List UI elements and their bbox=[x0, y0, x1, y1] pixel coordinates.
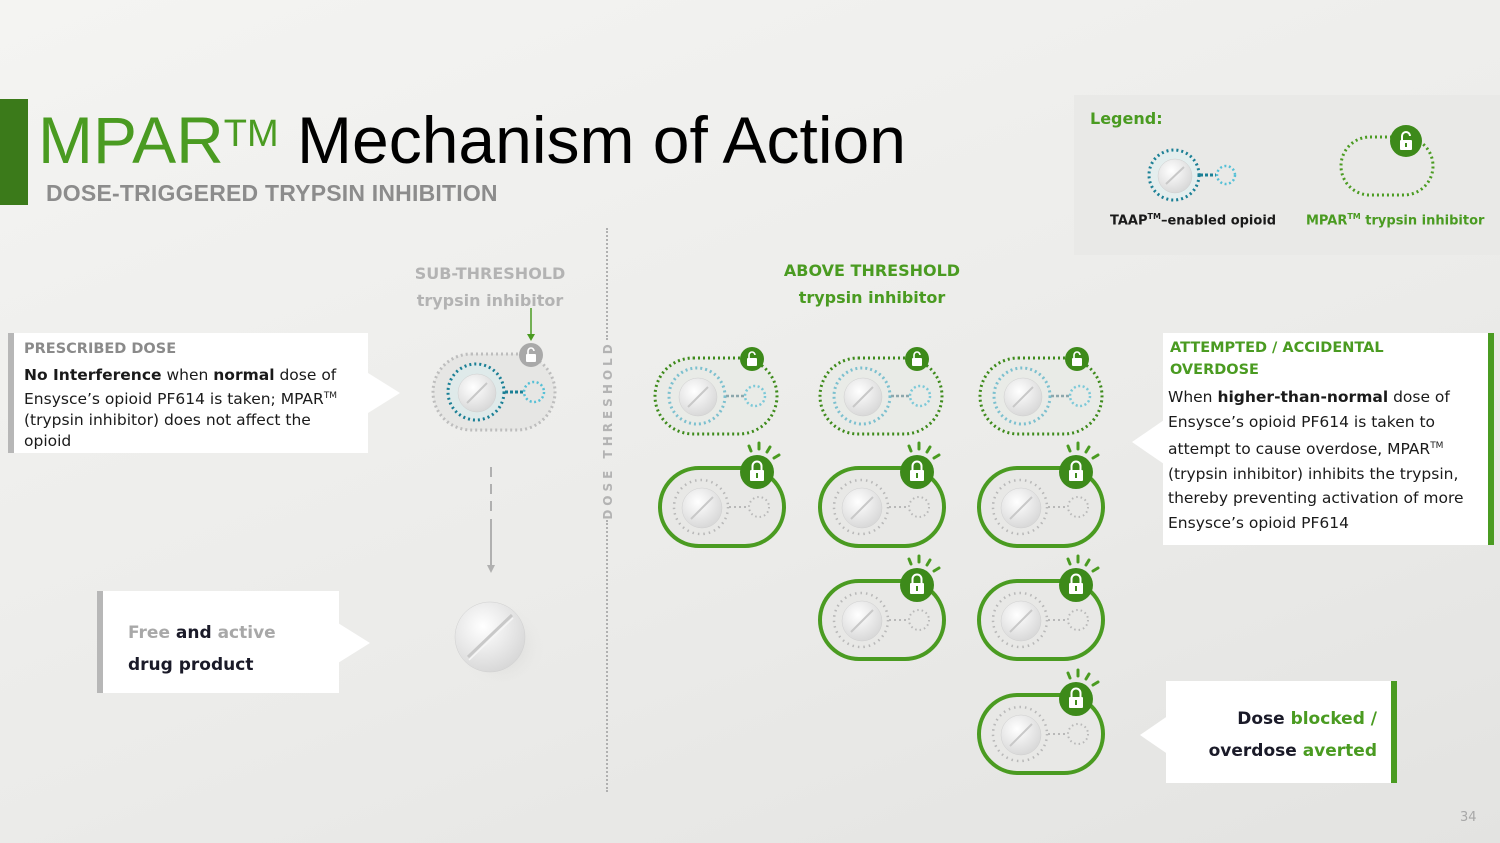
threshold-label: DOSE THRESHOLD bbox=[601, 340, 615, 520]
sub-threshold-line2: trypsin inhibitor bbox=[416, 291, 564, 310]
lock-icon bbox=[910, 573, 924, 594]
lock-icon bbox=[910, 460, 924, 481]
unlock-icon bbox=[747, 351, 757, 366]
page-number: 34 bbox=[1460, 810, 1477, 825]
locked-inhibitor-pill bbox=[658, 441, 786, 548]
arrow-down-dashed-icon bbox=[487, 467, 495, 573]
free-active-callout: Free and active drug product bbox=[97, 591, 339, 693]
blocked-text: Dose blocked / overdose averted bbox=[1208, 709, 1377, 761]
legend-label-taap: TAAPTM–enabled opioid bbox=[1110, 212, 1277, 229]
lock-icon bbox=[1069, 460, 1083, 481]
overdose-text: When higher-than-normal dose of Ensysce’… bbox=[1168, 388, 1464, 532]
taap-opioid-icon bbox=[1147, 148, 1237, 202]
alert-rays-icon bbox=[1066, 554, 1100, 573]
unlocked-inhibitor-pill bbox=[653, 347, 779, 436]
free-active-pill bbox=[454, 601, 544, 688]
prescribed-dose-text: No Interference when normal dose of Ensy… bbox=[24, 366, 338, 451]
title-rest: Mechanism of Action bbox=[297, 103, 906, 177]
prescribed-callout-pointer bbox=[368, 373, 400, 413]
locked-inhibitor-pill bbox=[977, 668, 1105, 775]
title-tm: TM bbox=[223, 113, 279, 155]
sub-threshold-line1: SUB-THRESHOLD bbox=[414, 264, 566, 283]
threshold-divider-bottom bbox=[606, 520, 608, 792]
free-active-text: Free and active drug product bbox=[128, 623, 276, 675]
sub-threshold-pill bbox=[431, 343, 557, 432]
blocked-callout: Dose blocked / overdose averted bbox=[1166, 681, 1397, 783]
unlock-icon bbox=[1400, 131, 1412, 150]
alert-rays-icon bbox=[907, 441, 941, 460]
legend-label-mpar: MPARTM trypsin inhibitor bbox=[1306, 212, 1485, 229]
alert-rays-icon bbox=[747, 441, 781, 460]
alert-rays-icon bbox=[1066, 441, 1100, 460]
unlock-icon bbox=[912, 351, 922, 366]
above-threshold-line1: ABOVE THRESHOLD bbox=[783, 261, 961, 280]
page-title: MPARTM Mechanism of Action bbox=[38, 98, 906, 182]
lock-icon bbox=[1069, 687, 1083, 708]
lock-icon bbox=[1069, 573, 1083, 594]
above-threshold-heading: ABOVE THRESHOLD trypsin inhibitor bbox=[772, 257, 972, 311]
alert-rays-icon bbox=[1066, 668, 1100, 687]
overdose-callout-pointer bbox=[1132, 420, 1164, 464]
unlock-icon bbox=[526, 347, 536, 362]
mpar-inhibitor-icon bbox=[1339, 125, 1435, 197]
lock-icon bbox=[750, 460, 764, 481]
unlocked-inhibitor-pill bbox=[818, 347, 944, 436]
locked-inhibitor-pill bbox=[818, 441, 946, 548]
legend-title: Legend: bbox=[1090, 109, 1163, 128]
threshold-divider-top bbox=[606, 228, 608, 340]
legend-panel: Legend: TAAPTM–enabled opioid MPARTM try… bbox=[1074, 95, 1500, 255]
locked-inhibitor-pill bbox=[818, 554, 946, 661]
title-accent-bar bbox=[0, 99, 28, 205]
locked-inhibitor-pill bbox=[977, 554, 1105, 661]
prescribed-dose-heading: PRESCRIBED DOSE bbox=[24, 341, 177, 357]
locked-inhibitor-pill bbox=[977, 441, 1105, 548]
above-threshold-line2: trypsin inhibitor bbox=[798, 288, 946, 307]
arrow-down-green-icon bbox=[527, 308, 535, 341]
alert-rays-icon bbox=[907, 554, 941, 573]
prescribed-dose-callout: PRESCRIBED DOSE No Interference when nor… bbox=[8, 333, 368, 453]
free-active-callout-pointer bbox=[338, 623, 370, 663]
page-subtitle: DOSE-TRIGGERED TRYPSIN INHIBITION bbox=[46, 180, 498, 206]
unlocked-inhibitor-pill bbox=[978, 347, 1104, 436]
sub-threshold-heading: SUB-THRESHOLD trypsin inhibitor bbox=[400, 260, 580, 314]
title-brand: MPAR bbox=[38, 103, 224, 177]
unlock-icon bbox=[1072, 351, 1082, 366]
